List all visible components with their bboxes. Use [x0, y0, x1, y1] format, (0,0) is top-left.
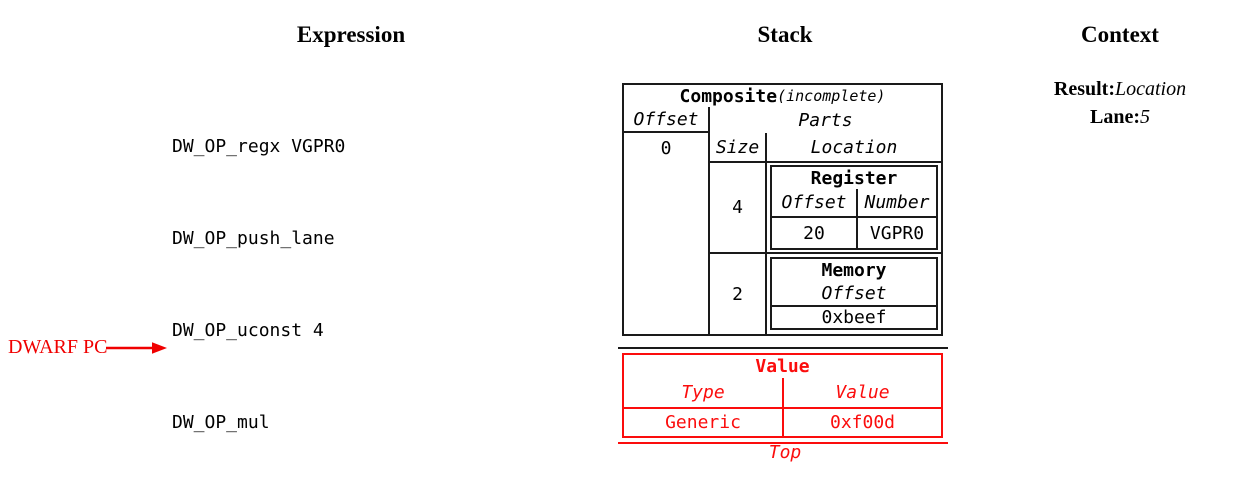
memory-title: Memory	[821, 259, 887, 281]
composite-location-header: Location	[810, 136, 898, 158]
value-table: Value Type Value Generic 0xf00d	[622, 353, 943, 438]
stack-top-label: Top	[768, 442, 802, 463]
composite-size-header: Size	[710, 133, 767, 161]
context-lane-label: Lane:	[1090, 106, 1140, 128]
composite-offset-value: 0	[660, 137, 672, 159]
part-size-value: 2	[710, 254, 767, 334]
expression-item: DW_OP_uconst 4	[172, 319, 324, 341]
composite-parts-column: Parts Size Location 4 Register Offset Nu…	[710, 107, 941, 334]
context-result-label: Result:	[1053, 78, 1115, 100]
dwarf-pc-arrow-icon	[106, 342, 167, 354]
register-number-value: VGPR0	[869, 222, 925, 244]
value-value-value: 0xf00d	[829, 412, 896, 433]
expression-item: DW_OP_regx VGPR0	[172, 136, 346, 158]
register-table: Register Offset Number 20 VGPR0	[770, 165, 938, 250]
memory-offset-header: Offset	[772, 281, 936, 307]
expression-column-header: Expression	[296, 22, 406, 47]
composite-title-row: Composite(incomplete)	[624, 85, 941, 107]
composite-offset-header: Offset	[624, 107, 708, 133]
dwarf-pc-label: DWARF PC	[8, 336, 108, 358]
composite-parts-header: Parts	[798, 109, 853, 131]
context-result-line: Result:Location	[1020, 78, 1220, 100]
stack-column-header: Stack	[757, 22, 813, 47]
memory-offset-value: 0xbeef	[821, 307, 887, 328]
value-title: Value	[755, 356, 810, 377]
composite-part-row: 2 Memory Offset 0xbeef	[710, 254, 941, 334]
composite-table: Composite(incomplete) Offset 0 Parts Siz…	[622, 83, 943, 336]
expression-list: DW_OP_regx VGPR0 DW_OP_push_lane DW_OP_u…	[172, 71, 378, 500]
context-lane-line: Lane:5	[1020, 106, 1220, 128]
register-number-header: Number	[864, 192, 930, 213]
value-type-header: Type	[624, 378, 784, 407]
value-value-header: Value	[835, 382, 890, 403]
context-lane-value: 5	[1140, 106, 1150, 128]
memory-table: Memory Offset 0xbeef	[770, 257, 938, 330]
stack-separator	[618, 347, 948, 349]
expression-item: DW_OP_push_lane	[172, 227, 335, 249]
register-offset-header: Offset	[772, 189, 858, 216]
composite-title: Composite	[679, 85, 778, 107]
composite-offset-column: Offset 0	[624, 107, 710, 334]
context-column-header: Context	[1081, 22, 1159, 47]
context-result-value: Location	[1114, 78, 1187, 100]
expression-item: DW_OP_mul	[172, 411, 270, 433]
composite-part-row: 4 Register Offset Number 20 VGPR0	[710, 163, 941, 254]
register-offset-value: 20	[772, 218, 858, 248]
register-title: Register	[810, 167, 898, 189]
stack-top-separator	[618, 442, 948, 444]
composite-subtitle: (incomplete)	[777, 87, 886, 105]
part-size-value: 4	[710, 163, 767, 252]
value-type-value: Generic	[624, 409, 784, 436]
